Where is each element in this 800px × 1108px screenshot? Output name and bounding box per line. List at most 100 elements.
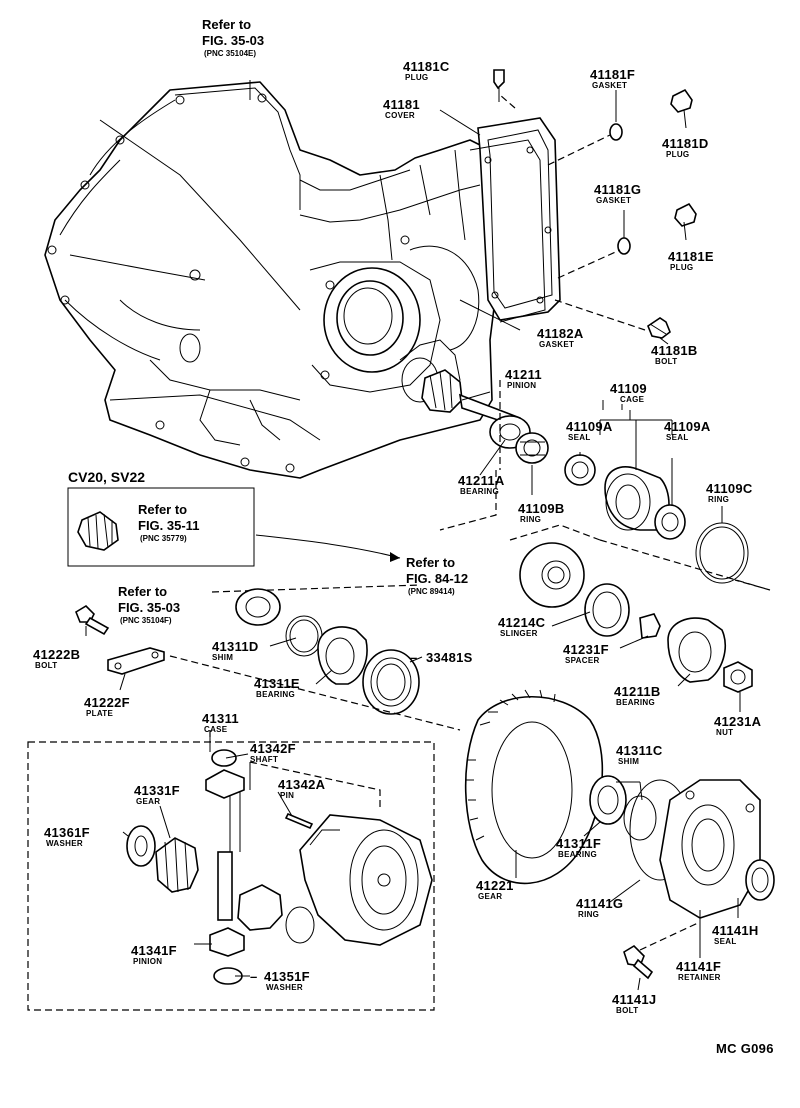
part-41211-name: PINION [507,381,537,390]
part-41342A-number: 41342A [278,777,326,792]
side-plugs [499,88,697,339]
part-41311-name: CASE [204,725,228,734]
part-41181G-number: 41181G [594,182,642,197]
part-41341F-name: PINION [133,957,163,966]
part-41331F-name: GEAR [136,797,161,806]
part-41181E-number: 41181E [668,249,714,264]
part-33481S-number: 33481S [426,650,473,665]
part-41342F-name: SHAFT [250,755,279,764]
part-41141F-name: RETAINER [678,973,721,982]
part-41181D-number: 41181D [662,136,709,151]
case-ref-line1: Refer to [202,17,252,32]
part-41181B-name: BOLT [655,357,678,366]
part-41311-number: 41311 [202,711,239,726]
retainer [623,779,775,980]
part-41311C-number: 41311C [616,743,663,758]
seal-ref-line2: FIG. 35-03 [118,600,181,615]
part-41311C-name: SHIM [618,757,640,766]
part-41214C-name: SLINGER [500,629,538,638]
part-41141H-number: 41141H [712,923,759,938]
part-41109-name: CAGE [620,395,645,404]
part-41221-name: GEAR [478,892,503,901]
part-41231F-number: 41231F [563,642,609,657]
part-41211B-name: BEARING [616,698,655,707]
part-41141J-name: BOLT [616,1006,639,1015]
part-41109B-name: RING [520,515,542,524]
part-41109A-right-name: SEAL [666,433,689,442]
leader-lines [85,80,741,991]
case-ref-pnc: (PNC 35104E) [204,49,257,58]
part-41351F-number: 41351F [264,969,310,984]
part-41181D-name: PLUG [666,150,690,159]
seal-ref-pnc: (PNC 35104F) [120,616,172,625]
slinger-ref-line2: FIG. 84-12 [406,571,469,586]
part-41214C-number: 41214C [498,615,546,630]
part-41182A-number: 41182A [537,326,584,341]
part-41141G-number: 41141G [576,896,624,911]
figure-code: MC G096 [716,1041,774,1056]
part-41221-number: 41221 [476,878,514,893]
part-41181B-number: 41181B [651,343,698,358]
part-41109A-left-number: 41109A [566,419,613,434]
ring-gear [464,689,691,885]
slinger-ref-pnc: (PNC 89414) [408,587,455,596]
variant-label: CV20, SV22 [68,469,146,485]
part-41331F-number: 41331F [134,783,180,798]
seal-ref-line1: Refer to [118,584,168,599]
part-41361F-name: WASHER [46,839,83,848]
part-41231A-name: NUT [716,728,734,737]
part-41211A-number: 41211A [458,473,505,488]
part-41181E-name: PLUG [670,263,694,272]
part-41342A-name: PIN [280,791,295,800]
variant-insert [67,487,401,567]
part-41211-number: 41211 [505,367,542,382]
cage-assembly [564,400,749,584]
left-bearings [75,588,461,731]
dash-41351F: – [250,969,258,984]
insert-ref-line1: Refer to [138,502,188,517]
insert-ref-line2: FIG. 35-11 [138,518,200,533]
slinger-ref-line1: Refer to [406,555,456,570]
part-41211A-name: BEARING [460,487,499,496]
part-41311E-name: BEARING [256,690,295,699]
part-41222F-name: PLATE [86,709,114,718]
part-41141H-name: SEAL [714,937,737,946]
part-41141F-number: 41141F [676,959,722,974]
part-41181-name: COVER [385,111,415,120]
part-41341F-number: 41341F [131,943,177,958]
case-ref-line2: FIG. 35-03 [202,33,265,48]
part-41222B-name: BOLT [35,661,58,670]
part-41211B-number: 41211B [614,684,661,699]
part-41109B-number: 41109B [518,501,565,516]
part-41311F-number: 41311F [556,836,602,851]
part-41109-number: 41109 [610,381,647,396]
slinger-and-bearings [519,542,753,693]
part-41181F-number: 41181F [590,67,636,82]
part-41181F-name: GASKET [592,81,628,90]
part-41311D-number: 41311D [212,639,259,654]
part-41182A-name: GASKET [539,340,575,349]
part-41181-number: 41181 [383,97,420,112]
part-41109C-name: RING [708,495,730,504]
part-41311D-name: SHIM [212,653,234,662]
part-41181C-name: PLUG [405,73,429,82]
part-41141G-name: RING [578,910,600,919]
part-41311F-name: BEARING [558,850,597,859]
differential-case-box [27,730,435,1011]
part-41141J-number: 41141J [612,992,657,1007]
drive-pinion [421,369,549,470]
part-41351F-name: WASHER [266,983,303,992]
part-41222F-number: 41222F [84,695,130,710]
part-41311E-number: 41311E [254,676,300,691]
part-41231A-number: 41231A [714,714,762,729]
part-41109A-left-name: SEAL [568,433,591,442]
part-41109A-right-number: 41109A [664,419,711,434]
part-41181C-number: 41181C [403,59,450,74]
dash-33481S: – [410,650,418,665]
part-41181G-name: GASKET [596,196,632,205]
transaxle-case [44,81,496,479]
part-41109C-number: 41109C [706,481,753,496]
part-41222B-number: 41222B [33,647,81,662]
